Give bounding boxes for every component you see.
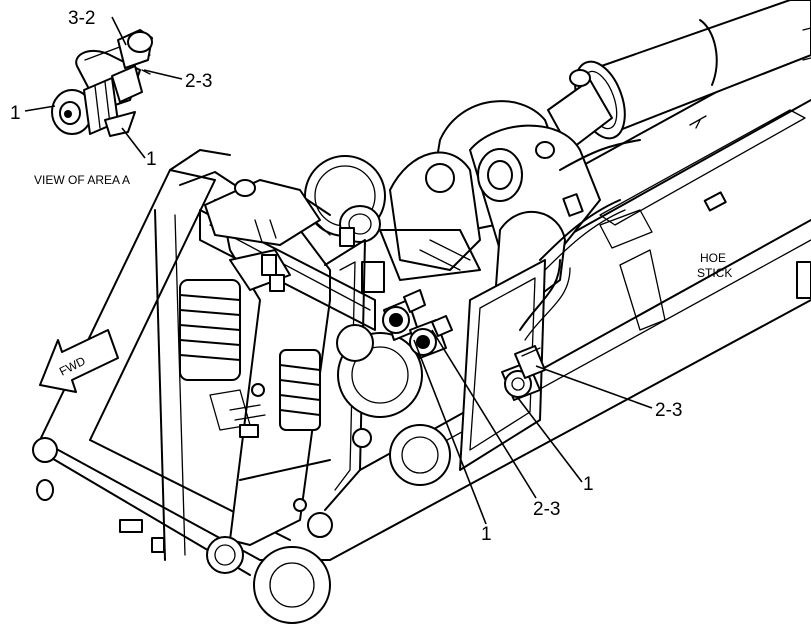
callout-main-2-3-bottom: 2-3: [533, 499, 560, 520]
callout-main-1-right: 1: [583, 474, 594, 495]
view-title: VIEW OF AREA A: [34, 173, 130, 187]
leader-lines: [24, 16, 653, 525]
main-frame: [37, 149, 376, 576]
inset-view-area-a: [51, 29, 153, 137]
spring-right: [279, 349, 321, 431]
callout-inset-2-3: 2-3: [185, 71, 212, 92]
callout-inset-1-left: 1: [10, 103, 21, 124]
callout-main-2-3-right: 2-3: [655, 400, 682, 421]
fitting-right: [501, 345, 546, 401]
callout-inset-3-2: 3-2: [68, 8, 95, 29]
callout-inset-1-bottom: 1: [146, 149, 157, 170]
linkage-assembly: [304, 100, 641, 471]
fwd-arrow-icon: FWD: [39, 329, 119, 393]
stick-label-line2: STICK: [697, 266, 732, 280]
stick-label-line1: HOE: [700, 251, 726, 265]
callout-main-1-bottom: 1: [481, 524, 492, 545]
spring-left: [179, 279, 241, 381]
hoe-stick: [329, 0, 811, 561]
pivot-pins: [32, 324, 451, 624]
fitting-upper: [382, 289, 426, 341]
